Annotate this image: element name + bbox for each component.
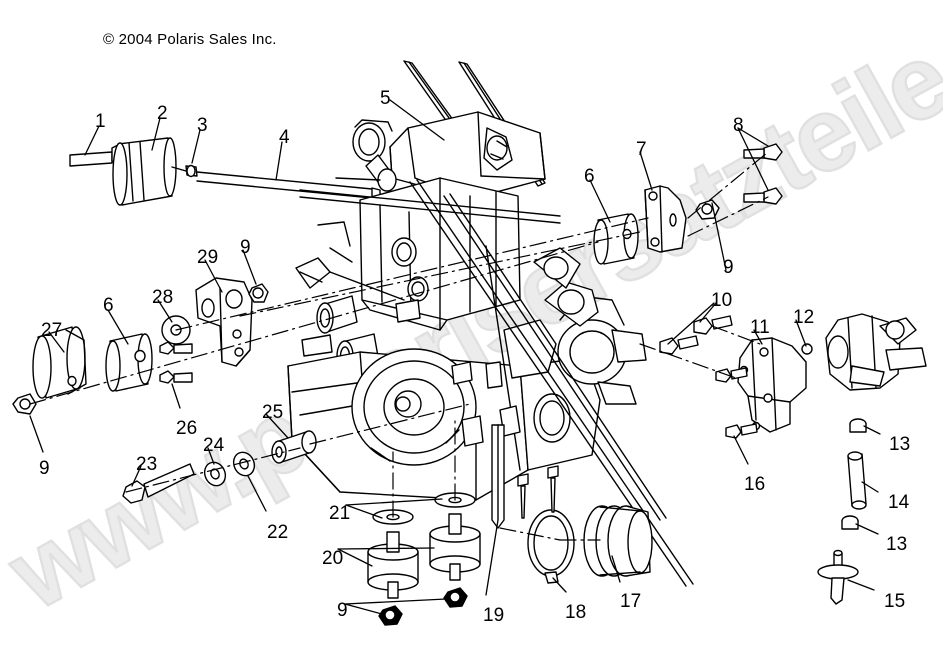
callout-27: 27 [41, 320, 63, 341]
part-mount-20-right [429, 513, 481, 581]
part-bolts-10 [659, 315, 733, 355]
callout-14: 14 [888, 492, 910, 513]
callout-8: 8 [733, 115, 744, 136]
part-grommet-13-upper [849, 418, 867, 433]
callout-21: 21 [329, 503, 351, 524]
part-pivot-bolt-23 [122, 463, 195, 504]
callout-26: 26 [176, 418, 198, 439]
part-isolator-cup-27 [32, 326, 87, 399]
part-bushing-6-right [593, 213, 639, 265]
part-grommet-13-lower [841, 515, 859, 530]
part-engine-bracket-11 [737, 337, 807, 433]
part-mount-20-left [367, 531, 419, 599]
callout-5: 5 [380, 88, 391, 109]
callout-1: 1 [95, 111, 106, 132]
callout-18: 18 [565, 602, 587, 623]
part-nut-9-bottom-left [378, 605, 403, 626]
part-mount-plate-7 [644, 185, 687, 253]
part-water-pump-housing [825, 313, 927, 391]
part-bolts-26 [159, 341, 193, 384]
callout-9-upper: 9 [240, 237, 251, 258]
part-mount-stud-15 [817, 549, 859, 605]
part-dowel-14 [847, 451, 867, 510]
part-lock-washer-22 [232, 451, 256, 477]
part-muffler-canister [69, 137, 381, 206]
callout-7: 7 [636, 139, 647, 160]
part-intake-boot-17 [583, 505, 653, 577]
part-spacer-25 [271, 430, 317, 464]
callout-20: 20 [322, 548, 344, 569]
callout-29: 29 [197, 247, 219, 268]
callout-22: 22 [267, 522, 289, 543]
callout-10: 10 [711, 290, 733, 311]
part-bolt-12 [801, 343, 813, 355]
callout-9-right: 9 [723, 257, 734, 278]
callout-9-left: 9 [39, 458, 50, 479]
callout-2: 2 [157, 103, 168, 124]
callout-12: 12 [793, 307, 815, 328]
callout-9-bottom: 9 [337, 600, 348, 621]
callout-6-right: 6 [584, 166, 595, 187]
part-studs [517, 465, 559, 519]
callout-19: 19 [483, 605, 505, 626]
part-air-box [352, 60, 546, 200]
callout-25: 25 [262, 402, 284, 423]
part-nut-9-bottom-right [443, 587, 468, 608]
assembly-axis-lines [29, 151, 769, 541]
copyright-notice: © 2004 Polaris Sales Inc. [103, 31, 277, 48]
part-nut-9-left [12, 393, 37, 415]
callout-23: 23 [136, 454, 158, 475]
leader-lines [29, 99, 881, 615]
part-washer-24 [203, 461, 227, 487]
callout-17: 17 [620, 591, 642, 612]
callout-6-left: 6 [103, 295, 114, 316]
callout-24: 24 [203, 435, 225, 456]
callout-16: 16 [744, 474, 766, 495]
part-dipstick-19 [491, 424, 505, 529]
callout-13-upper: 13 [889, 434, 911, 455]
callout-15: 15 [884, 591, 906, 612]
part-mount-bracket-29 [195, 277, 253, 367]
callout-11: 11 [750, 317, 770, 338]
callout-13-lower: 13 [886, 534, 908, 555]
callout-28: 28 [152, 287, 174, 308]
callout-4: 4 [279, 127, 290, 148]
part-hose-clamp-18 [527, 509, 575, 584]
part-nut-9-upper [248, 283, 269, 303]
callout-3: 3 [197, 115, 208, 136]
part-nut-9-right [695, 199, 720, 220]
part-bushing-6-left [105, 333, 153, 392]
engine-assembly-body [287, 177, 694, 587]
